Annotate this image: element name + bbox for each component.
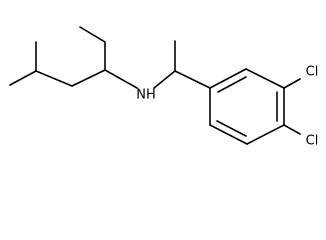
ring-double-bond-inner-3 [216, 120, 247, 137]
ring-bond-5 [209, 124, 248, 145]
bond-ring-cl-upper [283, 78, 301, 89]
chlorine-lower-label: Cl [306, 134, 319, 149]
bond-calpha-ring [174, 70, 211, 89]
bond-c5-n [104, 69, 138, 89]
ring-bond-4 [246, 124, 285, 145]
bond-c4-c5 [71, 69, 106, 87]
chemical-structure-diagram: NH Cl Cl [9, 26, 319, 149]
ring-double-bond-inner-1 [217, 76, 247, 93]
bond-c1-c2 [9, 70, 37, 86]
ring-bond-2 [245, 68, 285, 89]
ring-bond-1 [209, 68, 247, 89]
chlorine-upper-label: Cl [306, 65, 319, 80]
bond-c6-c7 [79, 26, 106, 43]
amine-nh-label: NH [136, 88, 156, 103]
bond-n-calpha [153, 70, 176, 89]
bond-ring-cl-lower [283, 124, 301, 135]
structure-canvas: NH Cl Cl [9, 26, 319, 149]
bond-c2-c4 [35, 70, 73, 87]
